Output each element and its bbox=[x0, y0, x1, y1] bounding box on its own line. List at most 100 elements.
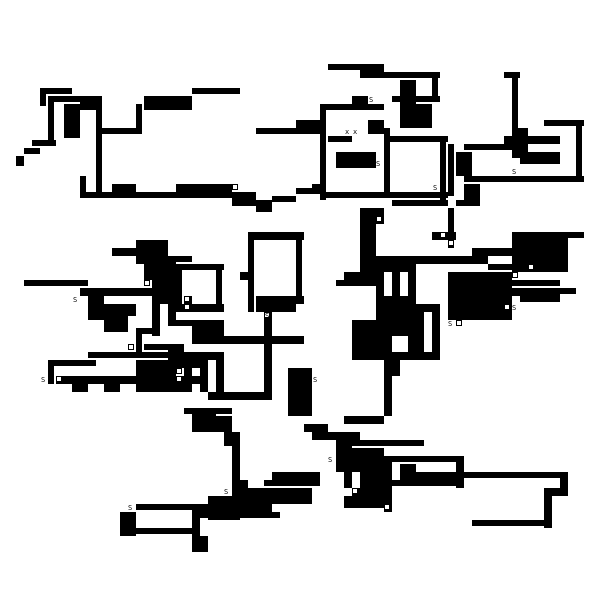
map-glyph: S bbox=[208, 393, 212, 401]
wall-segment bbox=[544, 120, 584, 126]
wall-segment bbox=[176, 264, 182, 312]
wall-segment bbox=[376, 256, 488, 264]
wall-segment bbox=[40, 88, 72, 94]
map-glyph: S bbox=[376, 160, 380, 168]
wall-segment bbox=[392, 480, 456, 486]
wall-segment bbox=[224, 336, 304, 344]
wall-segment bbox=[264, 392, 272, 400]
wall-segment bbox=[240, 272, 248, 280]
wall-segment bbox=[272, 196, 296, 202]
hollow-square-icon bbox=[528, 264, 534, 270]
wall-segment bbox=[104, 384, 120, 392]
wall-segment bbox=[296, 232, 302, 298]
wall-segment bbox=[464, 472, 568, 478]
wall-segment bbox=[136, 504, 200, 510]
map-glyph: x bbox=[425, 480, 429, 488]
wall-segment bbox=[376, 72, 440, 78]
wall-segment bbox=[464, 176, 584, 182]
wall-segment bbox=[352, 488, 392, 496]
wall-segment bbox=[408, 104, 432, 128]
map-glyph: S bbox=[328, 456, 332, 464]
wall-segment bbox=[320, 104, 326, 200]
wall-segment bbox=[424, 304, 440, 312]
wall-segment bbox=[360, 208, 376, 272]
wall-segment bbox=[440, 136, 446, 202]
map-glyph: S bbox=[128, 504, 132, 512]
wall-segment bbox=[48, 96, 96, 102]
wall-segment bbox=[16, 156, 24, 166]
wall-segment bbox=[160, 264, 168, 304]
hollow-square-icon bbox=[184, 304, 190, 310]
wall-segment bbox=[464, 144, 512, 150]
wall-segment bbox=[232, 488, 312, 496]
wall-segment bbox=[40, 88, 46, 106]
map-glyph: S bbox=[432, 456, 436, 464]
wall-segment bbox=[104, 316, 128, 332]
hollow-square-icon bbox=[376, 216, 382, 222]
wall-segment bbox=[32, 140, 56, 146]
wall-segment bbox=[520, 296, 560, 302]
wall-segment bbox=[136, 104, 142, 134]
wall-segment bbox=[192, 320, 224, 344]
hollow-square-icon bbox=[512, 272, 518, 278]
wall-segment bbox=[560, 288, 576, 294]
wall-segment bbox=[80, 176, 86, 198]
wall-segment bbox=[72, 384, 88, 392]
wall-segment bbox=[312, 184, 320, 190]
wall-segment bbox=[240, 496, 312, 504]
wall-segment bbox=[456, 200, 480, 206]
wall-segment bbox=[560, 472, 568, 496]
wall-segment bbox=[392, 360, 400, 376]
wall-segment bbox=[80, 96, 96, 110]
wall-segment bbox=[456, 152, 472, 176]
wall-segment bbox=[176, 184, 232, 198]
map-glyph: S bbox=[376, 208, 380, 216]
wall-segment bbox=[384, 456, 392, 512]
wall-segment bbox=[384, 128, 390, 198]
wall-segment bbox=[544, 488, 568, 496]
hollow-square-icon bbox=[232, 184, 238, 190]
map-glyph: S bbox=[313, 376, 317, 384]
wall-segment bbox=[392, 352, 440, 360]
wall-segment bbox=[520, 152, 560, 164]
wall-segment bbox=[56, 376, 200, 384]
hollow-square-icon bbox=[352, 488, 358, 494]
map-glyph: x bbox=[417, 480, 421, 488]
wall-segment bbox=[144, 344, 176, 350]
wall-segment bbox=[392, 456, 464, 462]
wall-segment bbox=[24, 280, 88, 286]
wall-segment bbox=[336, 152, 376, 168]
hollow-square-icon bbox=[504, 304, 510, 310]
wall-segment bbox=[216, 352, 224, 400]
wall-segment bbox=[104, 304, 136, 316]
map-glyph: x bbox=[409, 480, 413, 488]
wall-segment bbox=[120, 528, 200, 534]
wall-segment bbox=[64, 104, 80, 138]
map-glyph: S bbox=[512, 304, 516, 312]
hollow-square-icon bbox=[176, 368, 182, 374]
wall-segment bbox=[328, 64, 384, 70]
wall-segment bbox=[392, 200, 448, 206]
wall-segment bbox=[432, 312, 440, 352]
wall-segment bbox=[80, 192, 240, 198]
wall-segment bbox=[176, 384, 192, 392]
wall-segment bbox=[376, 264, 384, 304]
wall-segment bbox=[496, 288, 560, 296]
wall-segment bbox=[296, 120, 320, 134]
map-glyph: x bbox=[193, 88, 197, 96]
wall-segment bbox=[192, 88, 240, 94]
wall-segment bbox=[408, 304, 424, 352]
wall-segment bbox=[304, 424, 328, 432]
wall-segment bbox=[568, 232, 584, 238]
wall-segment bbox=[88, 296, 104, 320]
wall-segment bbox=[152, 256, 160, 336]
wall-segment bbox=[168, 256, 176, 320]
wall-segment bbox=[576, 120, 582, 182]
hollow-square-icon bbox=[184, 296, 190, 302]
wall-segment bbox=[488, 264, 528, 270]
wall-segment bbox=[344, 496, 384, 508]
map-glyph: x bbox=[401, 480, 405, 488]
wall-segment bbox=[344, 472, 352, 488]
wall-segment bbox=[96, 96, 102, 196]
map-glyph: S bbox=[73, 296, 77, 304]
